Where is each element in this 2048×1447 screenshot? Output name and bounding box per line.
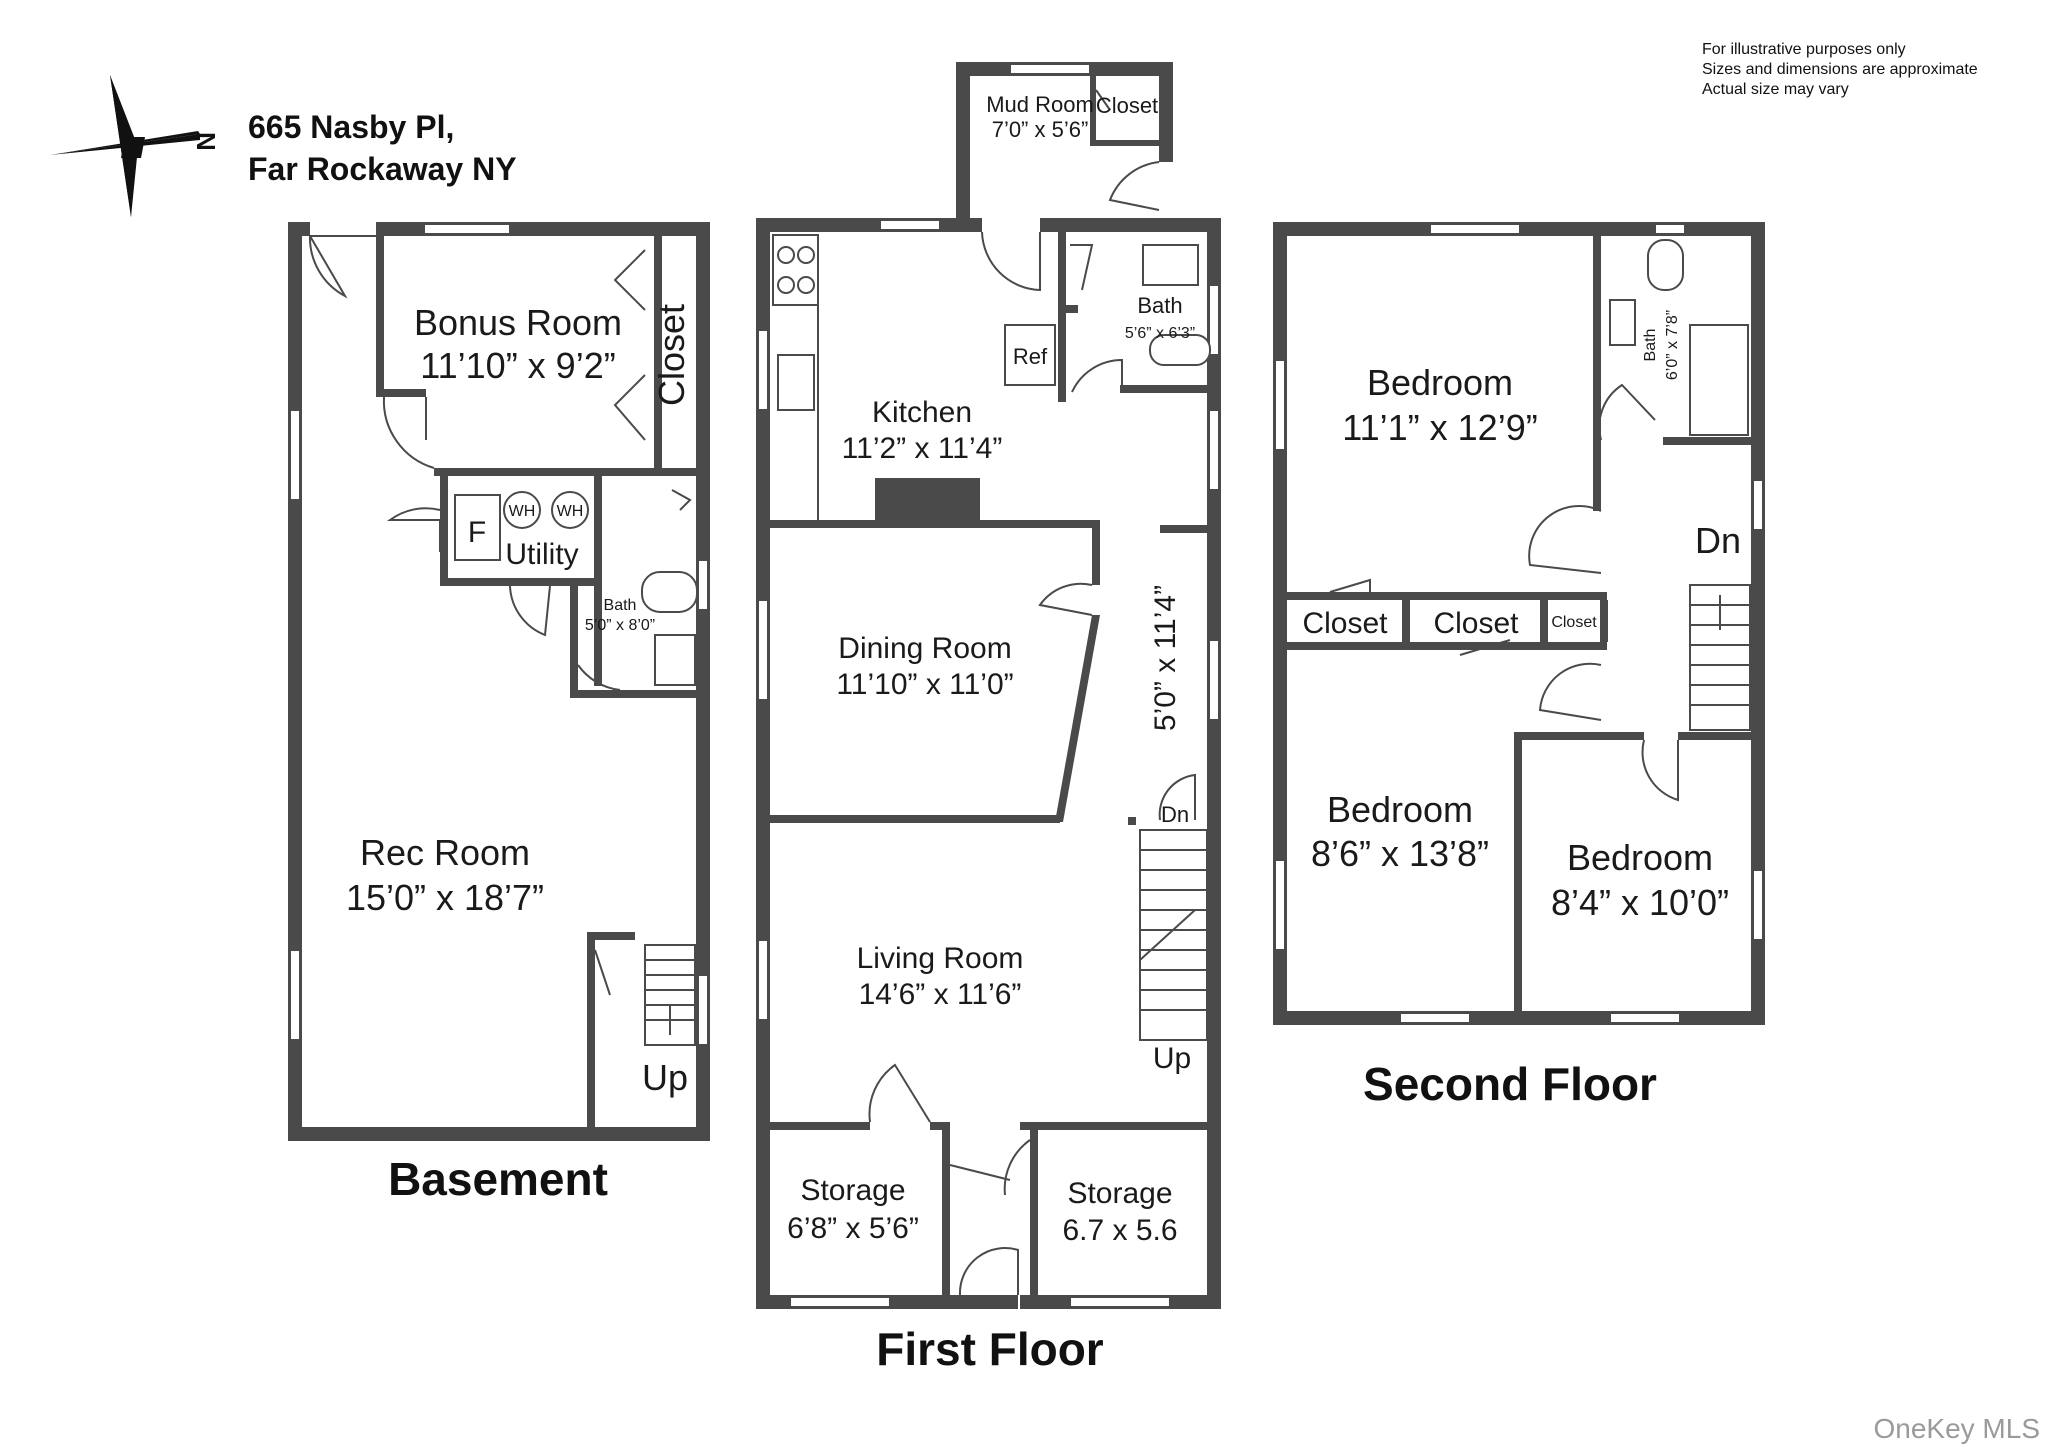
disclaimer-line2: Sizes and dimensions are approximate [1702, 61, 1978, 78]
storage-right-label: Storage [1067, 1177, 1172, 1210]
first-bath-label: Bath [1137, 293, 1182, 318]
kitchen-label: Kitchen [872, 396, 972, 429]
second-floor-stairs [1689, 584, 1751, 731]
basement-closet-label: Closet [651, 304, 692, 406]
first-floor-title: First Floor [876, 1323, 1104, 1375]
rec-room-dims: 15’0” x 18’7” [346, 877, 544, 918]
furnace-label: F [468, 516, 486, 549]
closet3-label: Closet [1551, 614, 1597, 631]
mls-watermark: OneKey MLS [1873, 1413, 2040, 1444]
closet1-label: Closet [1302, 607, 1388, 640]
ref-label: Ref [1013, 344, 1048, 369]
living-room-label: Living Room [857, 942, 1024, 975]
kitchen-dims: 11’2” x 11’4” [842, 432, 1003, 465]
dining-room-dims: 11’10” x 11’0” [836, 668, 1013, 701]
closet2-label: Closet [1433, 607, 1519, 640]
bedroom3-label: Bedroom [1567, 837, 1713, 878]
basement-stairs [644, 944, 696, 1046]
first-bath-dims: 5’6” x 6’3” [1125, 325, 1195, 342]
first-floor-plan: Ref Bath 5’6” x 6’3” [756, 62, 1221, 1309]
water-heater-label-1: WH [509, 503, 536, 520]
rec-room-label: Rec Room [360, 832, 530, 873]
basement-plan: F WH WH Utility Bath 5’0” x 8’0” Bonus R… [288, 222, 710, 1141]
mud-room-label: Mud Room [986, 92, 1094, 117]
basement-title: Basement [388, 1153, 608, 1205]
basement-bath-dims: 5’0” x 8’0” [585, 617, 655, 634]
storage-right-dims: 6.7 x 5.6 [1062, 1214, 1177, 1247]
bedroom2-dims: 8’6” x 13’8” [1311, 833, 1489, 874]
storage-left-label: Storage [800, 1174, 905, 1207]
second-stairs-down-label: Dn [1695, 520, 1741, 561]
second-floor-title: Second Floor [1363, 1058, 1657, 1110]
second-bath-dims: 6’0” x 7’8” [1664, 310, 1681, 380]
basement-bath-label: Bath [604, 597, 637, 614]
bonus-room-dims: 11’10” x 9’2” [420, 345, 615, 386]
second-bath-label: Bath [1642, 329, 1659, 362]
first-stairs-up-label: Up [1153, 1042, 1191, 1075]
second-floor-plan: Bath 6’0” x 7’8” Bedroom 11’1” x [1273, 222, 1765, 1025]
living-room-dims: 14’6” x 11’6” [859, 978, 1022, 1011]
basement-stairs-up-label: Up [642, 1057, 688, 1098]
disclaimer-line1: For illustrative purposes only [1702, 41, 1906, 58]
address-line2: Far Rockaway NY [248, 151, 517, 187]
dining-room-label: Dining Room [838, 632, 1011, 665]
utility-label: Utility [505, 538, 578, 571]
compass-north-icon: N [50, 75, 221, 217]
water-heater-label-2: WH [557, 503, 584, 520]
hall-dims: 5’0” x 11’4” [1149, 585, 1182, 731]
first-stairs-down-label: Dn [1161, 802, 1189, 827]
storage-left-dims: 6’8” x 5’6” [787, 1212, 919, 1245]
disclaimer-line3: Actual size may vary [1702, 81, 1849, 98]
bedroom2-label: Bedroom [1327, 789, 1473, 830]
bedroom3-dims: 8’4” x 10’0” [1551, 882, 1729, 923]
mud-room-dims: 7’0” x 5’6” [992, 117, 1089, 142]
address-line1: 665 Nasby Pl, [248, 109, 454, 145]
bedroom1-dims: 11’1” x 12’9” [1342, 407, 1537, 448]
first-floor-stairs [1139, 829, 1208, 1041]
mud-closet-label: Closet [1096, 93, 1158, 118]
bedroom1-label: Bedroom [1367, 362, 1513, 403]
compass-label: N [191, 132, 221, 151]
bonus-room-label: Bonus Room [414, 302, 622, 343]
